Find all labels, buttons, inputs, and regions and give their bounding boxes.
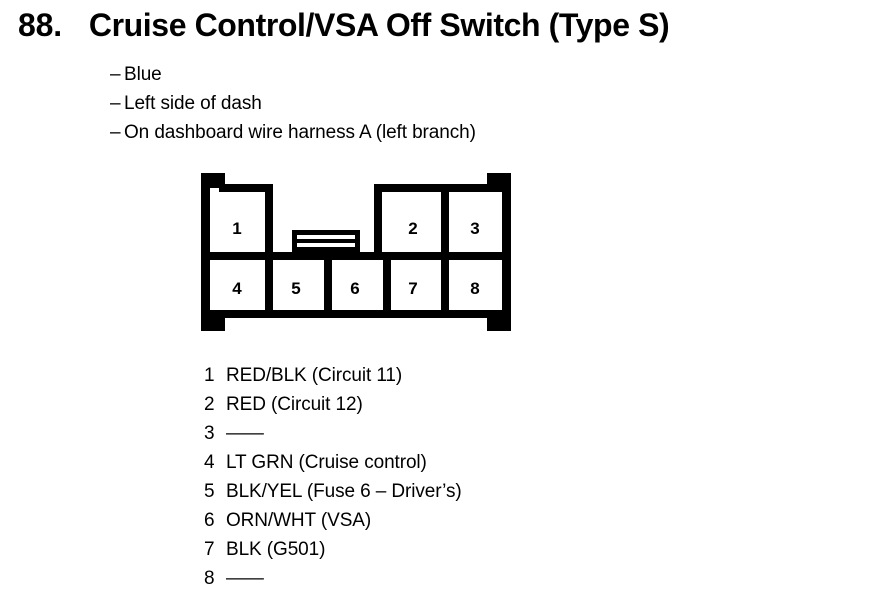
pin-number: 1 bbox=[204, 365, 215, 386]
pin-number: 2 bbox=[204, 394, 215, 415]
pin-number: 4 bbox=[204, 452, 215, 473]
note-dash: – bbox=[110, 64, 121, 85]
pin-number: 7 bbox=[204, 539, 215, 560]
cell-label-3: 3 bbox=[470, 219, 479, 238]
cell-label-8: 8 bbox=[470, 279, 479, 298]
connector-latch-tab bbox=[292, 230, 360, 253]
pin-description: LT GRN (Cruise control) bbox=[226, 452, 427, 473]
pin-number: 5 bbox=[204, 481, 215, 502]
pin-description: RED (Circuit 12) bbox=[226, 394, 363, 415]
note-item: –On dashboard wire harness A (left branc… bbox=[110, 118, 476, 147]
cell-2-left-divider bbox=[374, 184, 382, 258]
cell-label-1: 1 bbox=[232, 219, 241, 238]
note-item: –Left side of dash bbox=[110, 89, 476, 118]
cell-5-6-divider bbox=[324, 252, 332, 318]
cell-4-5-divider bbox=[265, 252, 273, 318]
pin-description: BLK/YEL (Fuse 6 – Driver’s) bbox=[226, 481, 462, 502]
cell-label-2: 2 bbox=[408, 219, 417, 238]
cell-7-8-divider bbox=[441, 252, 449, 318]
cells-2-3-top-edge bbox=[374, 184, 506, 192]
note-dash: – bbox=[110, 93, 121, 114]
note-item: –Blue bbox=[110, 60, 476, 89]
cell-label-7: 7 bbox=[408, 279, 417, 298]
pin-number: 3 bbox=[204, 423, 215, 444]
connector-bottom-rail bbox=[201, 310, 511, 318]
pin-description: —— bbox=[226, 423, 264, 444]
note-text: On dashboard wire harness A (left branch… bbox=[124, 122, 476, 143]
title-row: 88. Cruise Control/VSA Off Switch (Type S… bbox=[18, 7, 670, 44]
page-title: Cruise Control/VSA Off Switch (Type S) bbox=[88, 7, 670, 43]
pin-description: BLK (G501) bbox=[226, 539, 326, 560]
cell-label-4: 4 bbox=[232, 279, 242, 298]
pin-number: 6 bbox=[204, 510, 215, 531]
pin-description: ORN/WHT (VSA) bbox=[226, 510, 372, 531]
pin-number: 8 bbox=[204, 568, 215, 589]
note-text: Left side of dash bbox=[124, 93, 262, 114]
note-text: Blue bbox=[124, 64, 162, 85]
cell-1-right-divider bbox=[265, 184, 273, 258]
cell-label-6: 6 bbox=[350, 279, 359, 298]
notes-list: –Blue –Left side of dash –On dashboard w… bbox=[110, 60, 476, 147]
connector-diagram: 1 2 3 4 5 6 7 8 bbox=[196, 168, 516, 340]
shell-right-bottom-tab bbox=[487, 318, 511, 331]
cell-6-7-divider bbox=[383, 252, 391, 318]
latch-slot-lower bbox=[297, 243, 355, 247]
pin-description: RED/BLK (Circuit 11) bbox=[226, 365, 403, 386]
latch-slot-upper bbox=[297, 235, 355, 239]
cell-1-top-edge bbox=[219, 184, 273, 192]
pin-description: —— bbox=[226, 568, 264, 589]
row-separator-rail bbox=[201, 252, 511, 260]
section-number: 88. bbox=[18, 7, 62, 43]
note-dash: – bbox=[110, 122, 121, 143]
cell-2-3-divider bbox=[441, 184, 449, 258]
shell-left-bottom-tab bbox=[201, 318, 225, 331]
cell-label-5: 5 bbox=[291, 279, 300, 298]
